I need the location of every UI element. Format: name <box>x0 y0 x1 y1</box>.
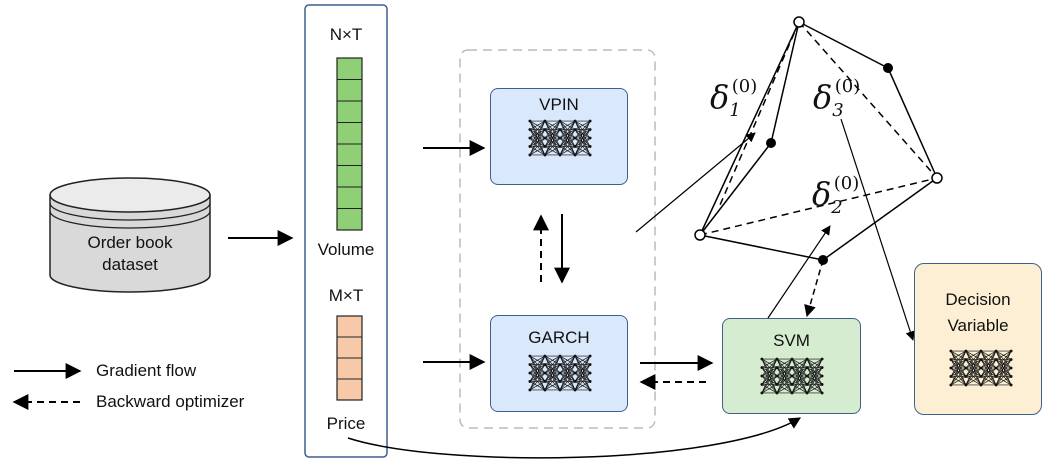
neural-network-icon <box>760 357 824 400</box>
svm-label: SVM <box>773 331 810 350</box>
dataset-label: Order book dataset <box>50 232 210 276</box>
vpin-label: VPIN <box>539 95 579 114</box>
neural-network-icon <box>528 354 592 397</box>
delta-3-sup: (0) <box>834 76 861 97</box>
garch-box: GARCH <box>490 315 628 412</box>
decision-variable-label-line1: Decision <box>945 290 1011 309</box>
delta-3-label: δ3 (0) <box>813 78 860 120</box>
polytope-graph <box>635 16 943 341</box>
delta-3-symbol: δ <box>813 78 833 116</box>
database-icon <box>49 177 211 293</box>
decision-variable-box: Decision Variable <box>914 263 1042 415</box>
delta-2-sup: (0) <box>833 173 860 194</box>
dataset-label-line1: Order book <box>87 233 173 252</box>
delta-1-sub: 1 <box>729 100 741 121</box>
legend-gradient-flow-label: Gradient flow <box>96 361 197 380</box>
delta-2-symbol: δ <box>812 175 832 213</box>
volume-dimension: N×T <box>329 25 363 44</box>
input-container <box>304 4 388 458</box>
neural-network-icon <box>528 119 592 162</box>
decision-variable-label-line2: Variable <box>947 316 1009 335</box>
price-label: Price <box>326 414 366 433</box>
model-group-box <box>459 49 656 429</box>
vpin-box: VPIN <box>490 88 628 185</box>
garch-label: GARCH <box>528 328 590 347</box>
volume-label: Volume <box>317 240 375 259</box>
neural-network-icon <box>949 349 1013 392</box>
arrow-price-to-svm <box>347 417 802 459</box>
delta-1-sup: (0) <box>731 76 758 97</box>
legend-backward-optimizer-label: Backward optimizer <box>96 392 245 411</box>
delta-2-label: δ2 (0) <box>812 175 859 217</box>
delta-1-label: δ1 (0) <box>710 78 757 120</box>
delta-3-sub: 3 <box>832 100 844 121</box>
svm-box: SVM <box>722 318 861 414</box>
delta-2-sub: 2 <box>831 197 843 218</box>
dataset-label-line2: dataset <box>102 255 158 274</box>
volume-tensor <box>336 57 363 231</box>
price-dimension: M×T <box>328 286 364 305</box>
delta-1-symbol: δ <box>710 78 730 116</box>
price-tensor <box>336 315 363 401</box>
